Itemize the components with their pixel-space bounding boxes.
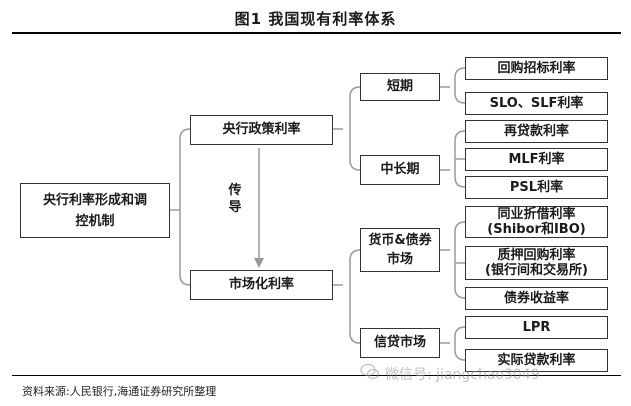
mid-long-term-label: 中长期 <box>380 162 420 177</box>
short-term-label: 短期 <box>386 79 413 94</box>
short-item-slo-slf: SLO、SLF利率 <box>465 92 608 115</box>
short-term-box: 短期 <box>360 73 440 101</box>
mid-item-psl: PSL利率 <box>465 176 608 199</box>
transmission-arrowhead <box>254 258 264 268</box>
title-rule-bottom <box>12 375 621 376</box>
wechat-icon <box>360 363 380 380</box>
item-label: MLF利率 <box>508 151 565 167</box>
money-bond-market-box: 货币&债券市场 <box>360 228 440 272</box>
mid-item-mlf: MLF利率 <box>465 148 608 171</box>
short-item-repo-tender: 回购招标利率 <box>465 57 608 80</box>
mb-item-interbank: 同业折借利率 (Shibor和IBO) <box>465 206 608 238</box>
mb-item-bond-yield: 债券收益率 <box>465 287 608 310</box>
root-label: 央行利率形成和调控机制 <box>42 192 147 229</box>
item-sublabel: (银行间和交易所) <box>485 263 588 278</box>
mid-long-term-box: 中长期 <box>360 155 440 185</box>
item-sublabel: (Shibor和IBO) <box>487 222 586 237</box>
item-label: PSL利率 <box>509 179 564 195</box>
credit-market-box: 信贷市场 <box>360 328 440 358</box>
mb-item-pledged-repo: 质押回购利率 (银行间和交易所) <box>465 246 608 280</box>
item-label: 债券收益率 <box>503 290 569 306</box>
item-label: 实际贷款利率 <box>497 352 576 368</box>
item-label: 同业折借利率 <box>497 207 576 222</box>
figure-title: 图1 我国现有利率体系 <box>234 10 397 28</box>
item-label: LPR <box>522 319 551 335</box>
title-rule-top <box>12 32 621 34</box>
item-label: SLO、SLF利率 <box>489 95 584 111</box>
source-note: 资料来源:人民银行,海通证券研究所整理 <box>22 385 217 398</box>
policy-rate-box: 央行政策利率 <box>190 115 333 145</box>
money-bond-label: 货币&债券市场 <box>368 233 432 267</box>
policy-rate-label: 央行政策利率 <box>222 122 301 137</box>
item-label: 再贷款利率 <box>503 123 569 139</box>
root-box: 央行利率形成和调控机制 <box>20 183 170 238</box>
item-label: 回购招标利率 <box>497 60 576 76</box>
credit-market-label: 信贷市场 <box>373 335 426 350</box>
credit-item-actual-loan: 实际贷款利率 <box>465 349 608 372</box>
transmission-label: 传导 <box>228 183 242 215</box>
watermark: 微信号: jiangchao3049 <box>385 367 540 383</box>
market-rate-label: 市场化利率 <box>228 277 294 292</box>
mid-item-relending: 再贷款利率 <box>465 120 608 143</box>
credit-item-lpr: LPR <box>465 316 608 339</box>
item-label: 质押回购利率 <box>497 248 576 263</box>
market-rate-box: 市场化利率 <box>190 270 333 300</box>
